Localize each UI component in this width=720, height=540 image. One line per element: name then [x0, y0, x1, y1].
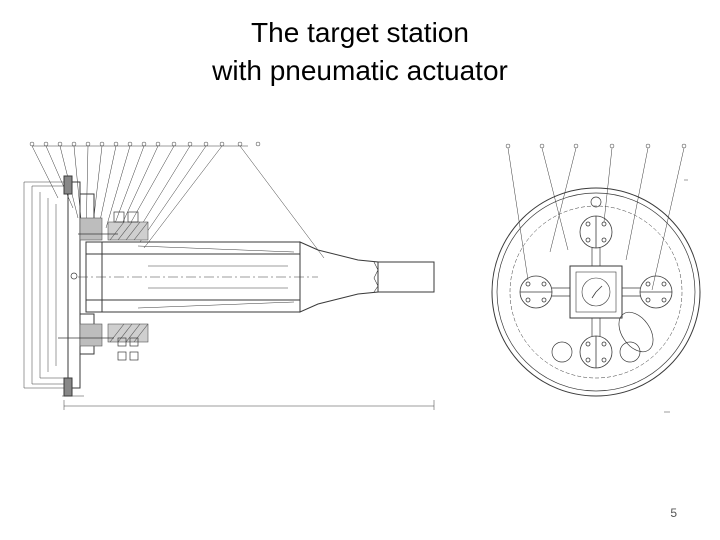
outer-rings	[491, 187, 701, 397]
cylinder-body	[78, 241, 318, 313]
bottom-dimension	[62, 395, 435, 410]
central-mount	[569, 265, 623, 319]
left-dimension-lines	[23, 181, 70, 389]
callout-markers	[29, 141, 261, 147]
axis-marks	[664, 179, 688, 413]
page-number: 5	[670, 506, 677, 520]
flange	[63, 175, 95, 397]
callout-leaders	[31, 145, 325, 259]
title-line-2: with pneumatic actuator	[212, 55, 508, 86]
title-line-1: The target station	[251, 17, 469, 48]
connecting-bars	[552, 248, 640, 336]
slide-title: The target station with pneumatic actuat…	[0, 14, 720, 90]
tapered-rod	[299, 241, 435, 313]
hatched-sections	[79, 217, 149, 347]
callout-leaders	[505, 143, 687, 291]
bolts	[58, 211, 139, 361]
side-section-drawing	[23, 141, 435, 410]
target-holders	[519, 215, 673, 369]
front-view-drawing	[491, 143, 701, 413]
side-ports	[551, 196, 654, 363]
